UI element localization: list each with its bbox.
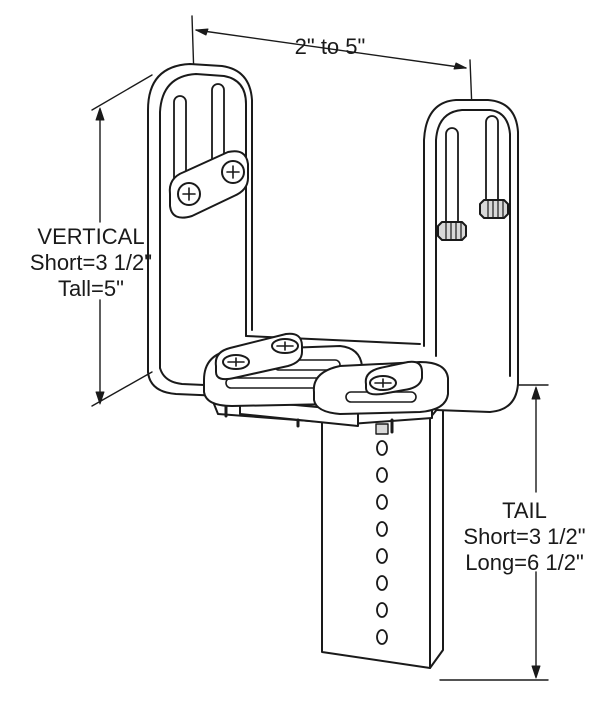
base-adjust-clamp-right bbox=[364, 360, 423, 396]
width-label: 2" to 5" bbox=[294, 34, 366, 59]
tail-dimension-label: TAIL Short=3 1/2" Long=6 1/2" bbox=[452, 498, 597, 576]
base-adjust-clamp-left bbox=[214, 332, 303, 381]
tail-short: Short=3 1/2" bbox=[463, 524, 586, 549]
right-arm-studs bbox=[437, 199, 509, 241]
tail-post bbox=[321, 401, 444, 669]
vertical-short: Short=3 1/2" bbox=[29, 250, 153, 275]
vertical-tall: Tall=5" bbox=[58, 276, 124, 301]
tail-holes bbox=[376, 440, 388, 645]
vertical-title: VERTICAL bbox=[37, 224, 145, 249]
tail-title: TAIL bbox=[502, 498, 547, 523]
width-dimension-label: 2" to 5" bbox=[255, 34, 405, 60]
tail-long: Long=6 1/2" bbox=[465, 550, 584, 575]
vertical-dimension-label: VERTICAL Short=3 1/2" Tall=5" bbox=[2, 224, 180, 302]
left-adjust-plate bbox=[168, 150, 249, 219]
vertical-dimension bbox=[91, 74, 153, 407]
